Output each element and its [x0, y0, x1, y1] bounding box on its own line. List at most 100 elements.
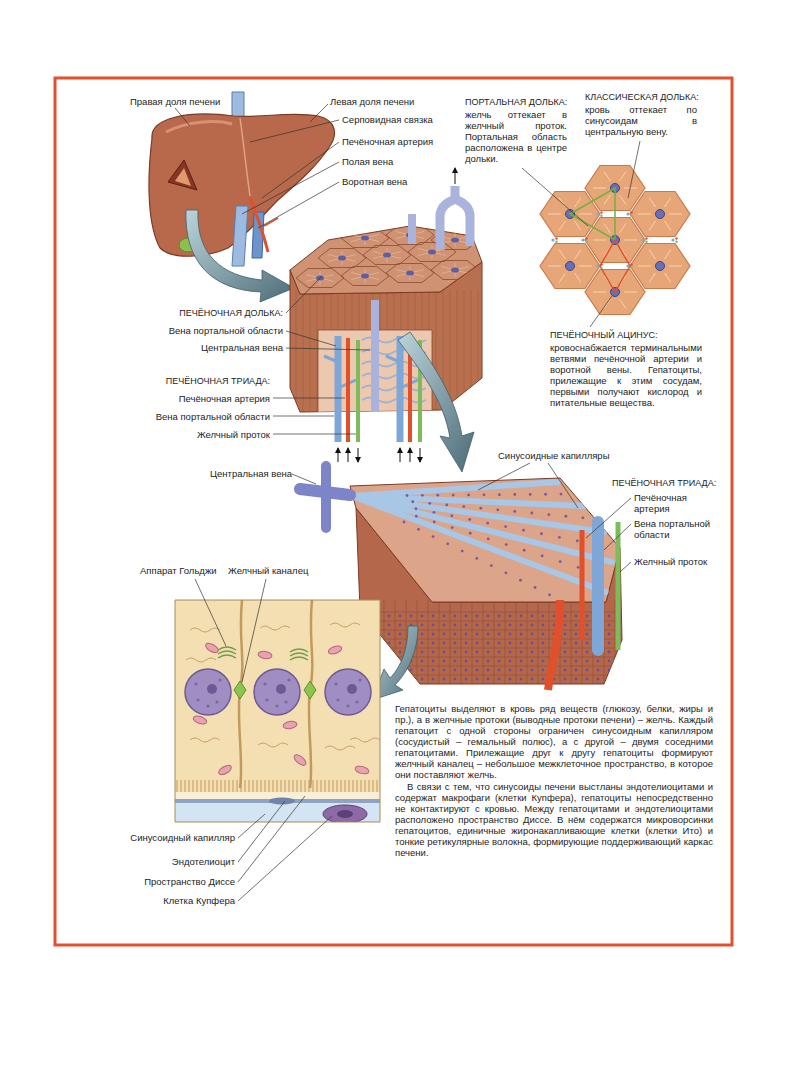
nucleus-dot [531, 633, 534, 636]
part-label: Левая доля печени [330, 96, 414, 107]
nucleus-dot [476, 642, 479, 645]
leader-line [286, 276, 322, 313]
nucleus-dot [520, 624, 523, 627]
part-label: Воротная вена [342, 176, 407, 187]
chromatin [194, 682, 197, 685]
collecting-vein [455, 199, 470, 246]
central-vein-dot [361, 274, 369, 279]
blood-flow [669, 266, 682, 267]
part-label: Центральная вена [210, 468, 292, 479]
nucleus-dot [575, 660, 578, 663]
blood-flow [669, 214, 682, 215]
nucleus-dot [564, 515, 567, 518]
central-vein [371, 300, 379, 412]
nucleus-dot [520, 678, 523, 681]
sinusoid [352, 496, 606, 592]
lobule-top [290, 226, 482, 294]
nucleus-dot [504, 525, 507, 528]
sinusoid [352, 482, 558, 496]
part-label: Полая вена [342, 156, 393, 167]
nucleus-dot [564, 615, 567, 618]
cell-row [350, 648, 624, 649]
nucleus-dot [608, 669, 611, 672]
nucleus-dot [476, 669, 479, 672]
acinus [600, 240, 630, 292]
golgi [218, 647, 236, 650]
nucleus-dot [513, 493, 516, 496]
paragraph: Гепатоциты выделяют в кровь ряд веществ … [395, 703, 713, 780]
microvillus [325, 780, 326, 792]
cell-column [450, 600, 451, 686]
leader-line [258, 182, 339, 228]
central-vein [408, 214, 416, 244]
flow-arrow [420, 448, 421, 462]
nucleus-dot [530, 512, 533, 515]
nucleus-dot [467, 494, 470, 497]
nucleus-dot [619, 678, 622, 681]
cell-row [350, 666, 624, 667]
blood-flow [604, 299, 611, 309]
part-label: Вена портальной области [156, 411, 270, 422]
nucleus-dot [496, 508, 499, 511]
blood-flow [593, 292, 606, 293]
nucleus-dot [586, 660, 589, 663]
nucleus-dot [498, 669, 501, 672]
nucleus-dot [475, 557, 478, 560]
sinusoid-lumen [175, 803, 380, 822]
microvillus [349, 780, 350, 792]
blood-flow [593, 240, 606, 241]
collecting-vein [451, 186, 460, 202]
triad-dot [585, 241, 587, 243]
blood-flow [559, 221, 566, 231]
nucleus-dot [498, 660, 501, 663]
blood-flow [620, 195, 627, 205]
microvillus [297, 780, 298, 792]
cell-column [527, 600, 528, 686]
endoplasmic-reticulum [330, 623, 360, 627]
leader-line [586, 498, 631, 538]
nucleus-dot [388, 624, 391, 627]
nucleus-dot [399, 651, 402, 654]
frame [55, 78, 732, 945]
plate-line [457, 290, 458, 414]
nucleus-dot [519, 579, 522, 582]
cell-column [615, 600, 616, 686]
nucleus-dot [498, 615, 501, 618]
cell-column [505, 600, 506, 686]
nucleus-dot [388, 651, 391, 654]
liver-highlight [166, 122, 232, 132]
endoplasmic-reticulum [350, 738, 380, 742]
nucleus-dot [498, 651, 501, 654]
plates-top-texture [352, 482, 612, 596]
nucleus-dot [564, 642, 567, 645]
nucleus-dot [403, 521, 406, 524]
hepatic-artery [548, 600, 560, 690]
microvillus [273, 780, 274, 792]
chromatin [206, 704, 209, 707]
nucleus-dot [465, 615, 468, 618]
portal-vein-branch [324, 356, 356, 388]
nucleus-dot [608, 633, 611, 636]
falciform-ligament [240, 118, 250, 196]
microvillus [317, 780, 318, 792]
nucleus-dot [575, 615, 578, 618]
blood-flow [575, 250, 582, 260]
nucleus-dot [542, 615, 545, 618]
microvillus [221, 780, 222, 792]
nucleus-dot [487, 633, 490, 636]
nucleus-dot [446, 542, 449, 545]
mitochondrion [282, 720, 297, 729]
nucleus-dot [465, 624, 468, 627]
blood-flow [548, 266, 561, 267]
microvillus [373, 780, 374, 792]
nucleus-dot [542, 678, 545, 681]
sinusoid [352, 496, 612, 562]
nucleus-dot [498, 633, 501, 636]
microvillus [369, 780, 370, 792]
blood-flow [559, 273, 566, 283]
triad-dot [626, 264, 629, 267]
nucleus-dot [513, 510, 516, 513]
nucleus-dot [509, 651, 512, 654]
lobule-top-texture [296, 226, 479, 288]
bile-duct [616, 522, 621, 650]
